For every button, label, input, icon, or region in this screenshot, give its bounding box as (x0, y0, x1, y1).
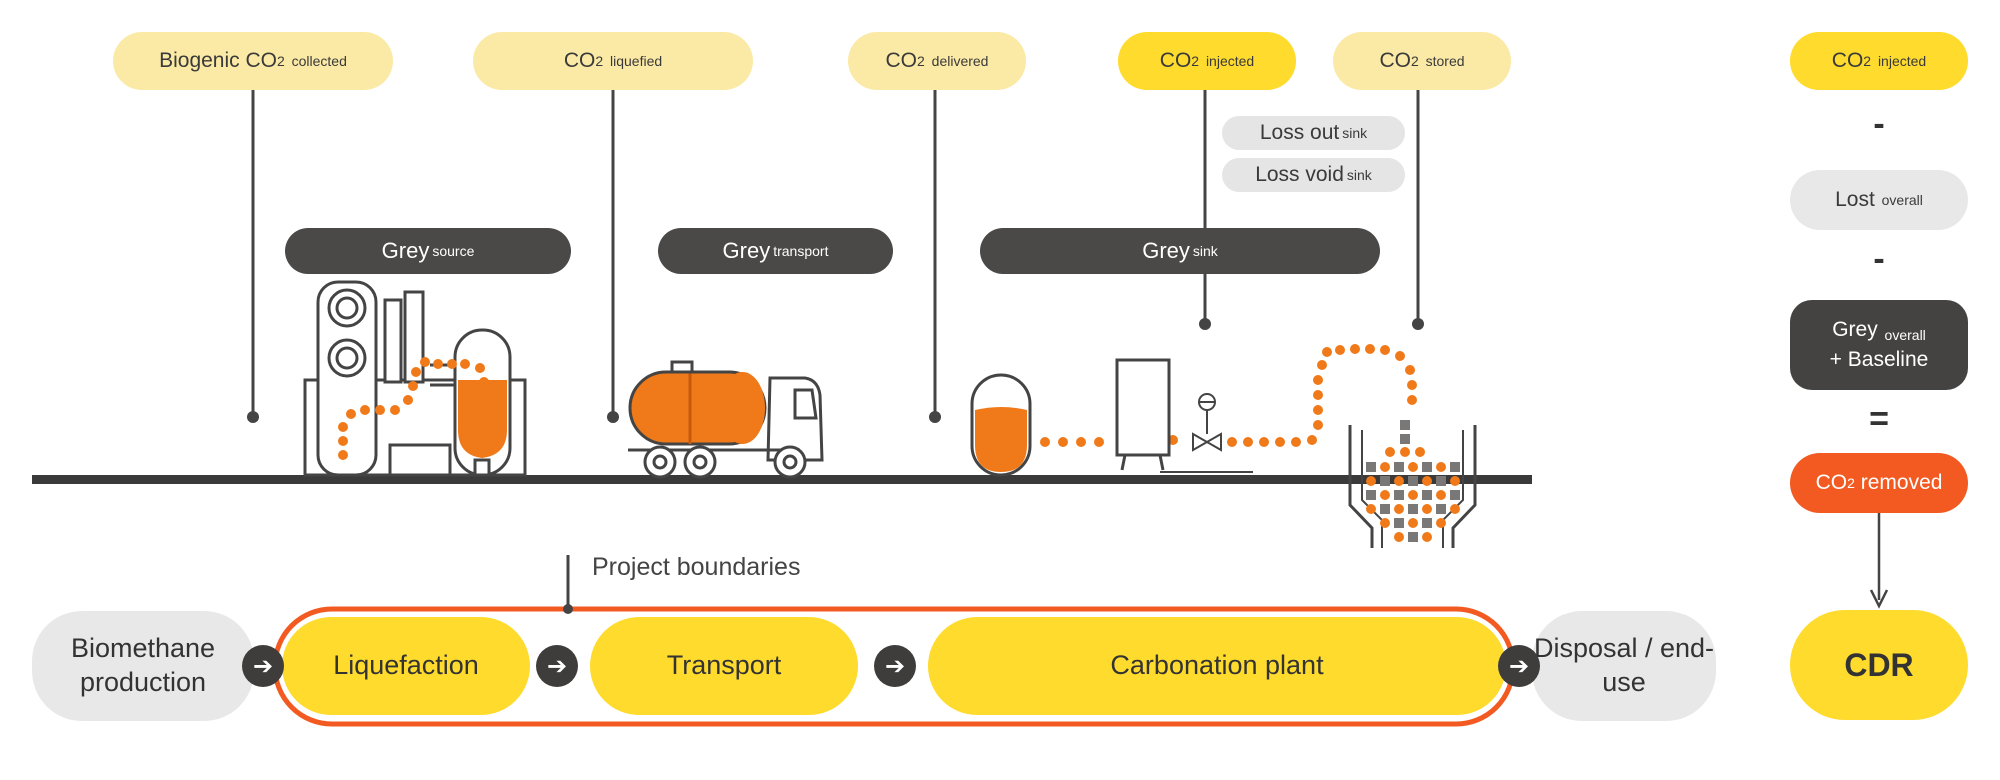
capture-plant-icon (303, 280, 527, 477)
minus-operator: - (1873, 240, 1885, 278)
equation-grey-overall-baseline: Grey overall + Baseline (1790, 300, 1968, 390)
arrow-right-icon: ➔ (1498, 645, 1540, 687)
stage-carbonation-plant: Carbonation plant (928, 617, 1506, 715)
storage-sink-icon (1348, 420, 1477, 548)
ground-line (32, 475, 1532, 484)
equation-lost-overall: Lost overall (1790, 170, 1968, 230)
injection-unit-icon (1115, 358, 1253, 473)
arrow-right-icon: ➔ (242, 645, 284, 687)
stage-disposal-end-use: Disposal / end-use (1532, 611, 1716, 721)
tanker-truck-icon (628, 360, 824, 479)
stage-transport: Transport (590, 617, 858, 715)
storage-tank-icon (970, 373, 1032, 477)
co2-flow-dots-source (338, 357, 489, 460)
valve-icon (1192, 393, 1222, 452)
stage-liquefaction: Liquefaction (282, 617, 530, 715)
stage-biomethane-production: Biomethane production (32, 611, 254, 721)
project-boundaries-label: Project boundaries (592, 553, 801, 581)
co2-flow-dots-pipeline (1040, 344, 1417, 447)
equals-operator: = (1869, 400, 1889, 438)
arrow-right-icon: ➔ (536, 645, 578, 687)
cdr-result: CDR (1790, 610, 1968, 720)
arrow-right-icon: ➔ (874, 645, 916, 687)
minus-operator: - (1873, 105, 1885, 143)
